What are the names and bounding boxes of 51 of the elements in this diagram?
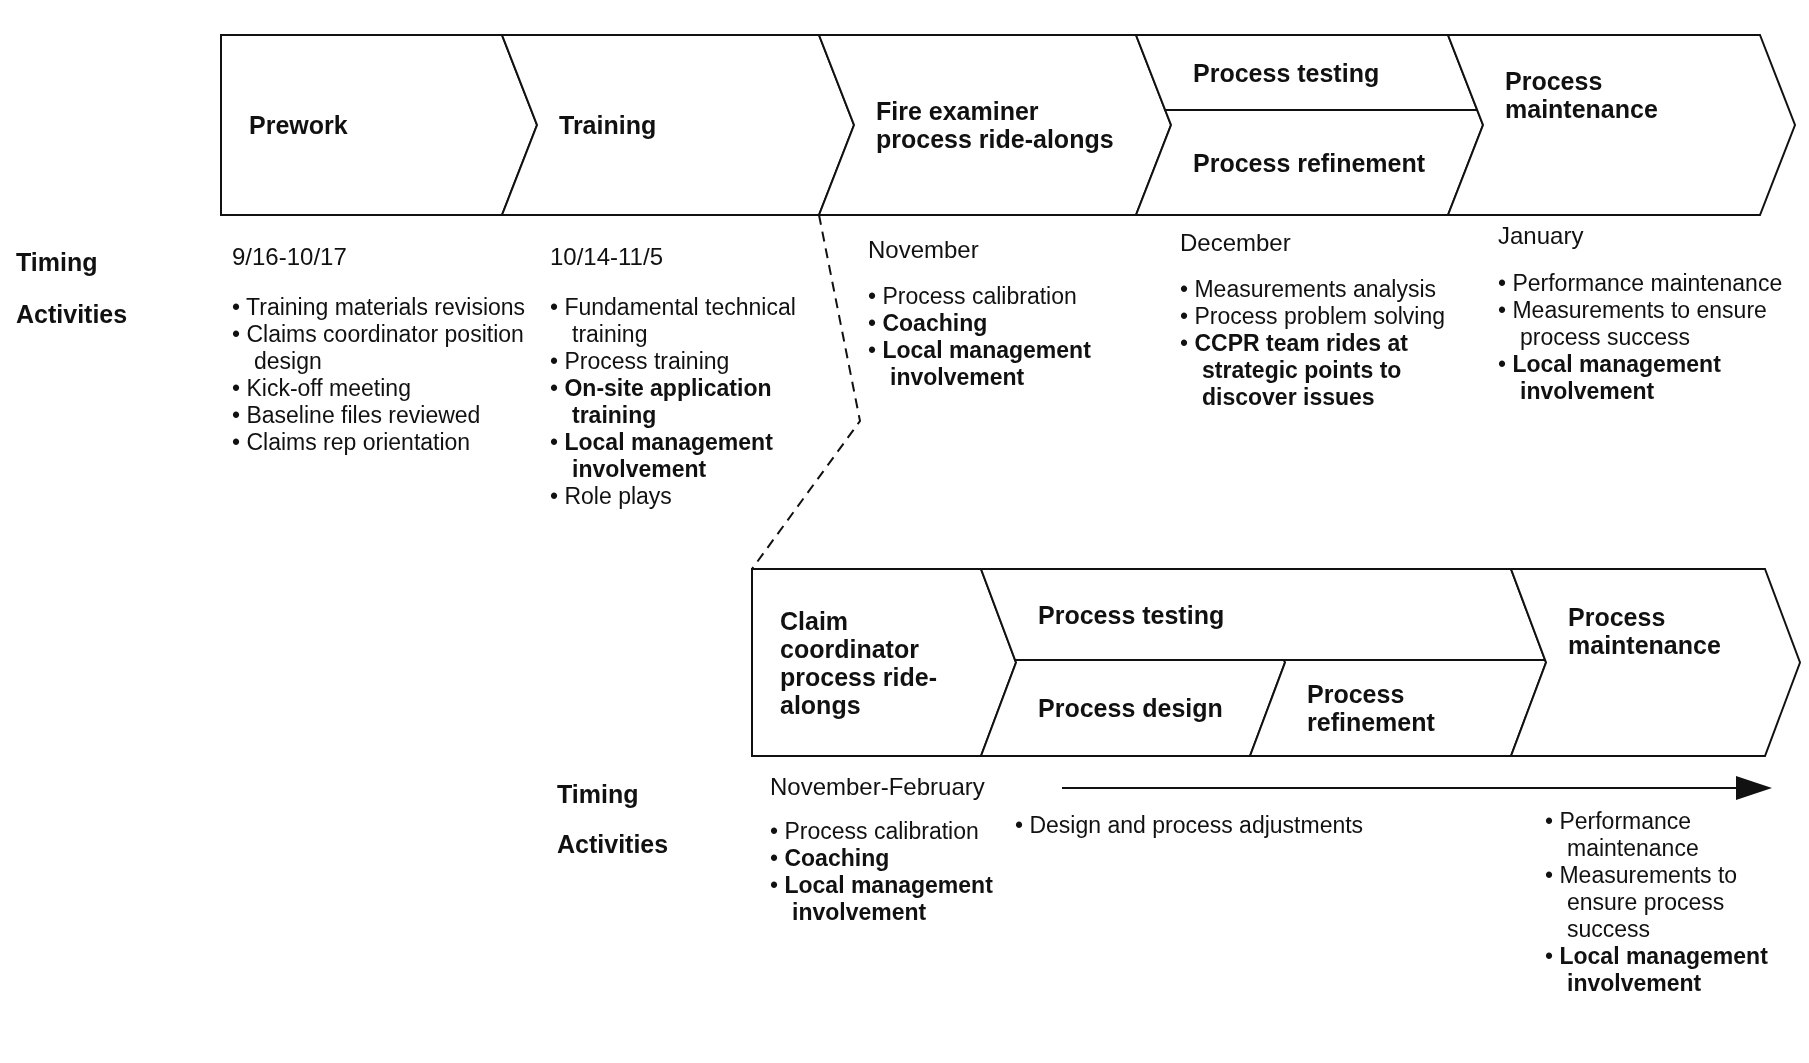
stage-label: Process design bbox=[1038, 694, 1224, 722]
activity-item: • Local management involvement bbox=[550, 429, 774, 483]
stage-label: Process maintenance bbox=[1568, 602, 1722, 659]
activity-item: • Process calibration bbox=[868, 283, 1078, 310]
activity-item: • Claims rep orientation bbox=[232, 429, 472, 456]
activity-item: • Measurements to ensure process success bbox=[1545, 862, 1739, 943]
activity-item: • Kick-off meeting bbox=[232, 375, 412, 402]
activity-item: • Process calibration bbox=[770, 818, 980, 845]
timing-date: 9/16-10/17 bbox=[232, 243, 347, 271]
activity-item: • CCPR team rides at strategic points to discover issues bbox=[1180, 330, 1409, 411]
stage-label: Claim coordinator process ride-alongs bbox=[780, 606, 938, 719]
activity-item: • Measurements to ensure process success bbox=[1498, 297, 1768, 351]
activity-item: • Process training bbox=[550, 348, 731, 375]
activity-item: • Performance maintenance bbox=[1498, 270, 1784, 297]
activity-item: • Role plays bbox=[550, 483, 673, 510]
timing-period: November-February bbox=[770, 773, 985, 801]
activity-item: • Training materials revisions bbox=[232, 294, 527, 321]
activity-item: • Fundamental technical training bbox=[550, 294, 797, 348]
row-label: Timing bbox=[557, 780, 639, 809]
chevron-stage bbox=[752, 569, 1016, 756]
activity-item: • Measurements analysis bbox=[1180, 276, 1438, 303]
timing-date: 10/14-11/5 bbox=[550, 243, 663, 271]
stage-label: Process testing bbox=[1193, 58, 1381, 87]
timing-date: December bbox=[1180, 229, 1291, 257]
activity-item: • Performance maintenance bbox=[1545, 808, 1700, 862]
activity-item: • On-site application training bbox=[550, 375, 773, 429]
activity-item: • Local management involvement bbox=[770, 872, 994, 926]
activity-item: • Coaching bbox=[868, 310, 989, 337]
activity-item: • Claims coordinator position design bbox=[232, 321, 525, 375]
stage-label: Prework bbox=[249, 111, 349, 139]
stage-label: Process maintenance bbox=[1505, 67, 1659, 124]
activity-item: • Coaching bbox=[770, 845, 891, 872]
chevron-stage bbox=[1511, 569, 1800, 756]
stage-label: Fire examiner process ride-alongs bbox=[876, 97, 1115, 153]
row-label: Activities bbox=[16, 300, 128, 329]
chevron-stage bbox=[221, 35, 537, 215]
activity-item: • Baseline files reviewed bbox=[232, 402, 482, 429]
activity-item: • Local management involvement bbox=[1498, 351, 1722, 405]
row-label: Timing bbox=[16, 248, 98, 277]
dashed-connector bbox=[751, 214, 862, 570]
stage-label: Process testing bbox=[1038, 600, 1226, 629]
activity-item: • Process problem solving bbox=[1180, 303, 1446, 330]
stage-label: Process refinement bbox=[1307, 680, 1436, 736]
chevron-stage bbox=[1448, 35, 1795, 215]
activity-item: • Design and process adjustments bbox=[1015, 812, 1364, 839]
timing-date: January bbox=[1498, 222, 1584, 250]
chevron-stage bbox=[981, 569, 1546, 660]
activity-item: • Local management involvement bbox=[868, 337, 1092, 391]
timing-date: November bbox=[868, 236, 979, 264]
activity-item: • Local management involvement bbox=[1545, 943, 1769, 997]
row-label: Activities bbox=[557, 830, 669, 859]
